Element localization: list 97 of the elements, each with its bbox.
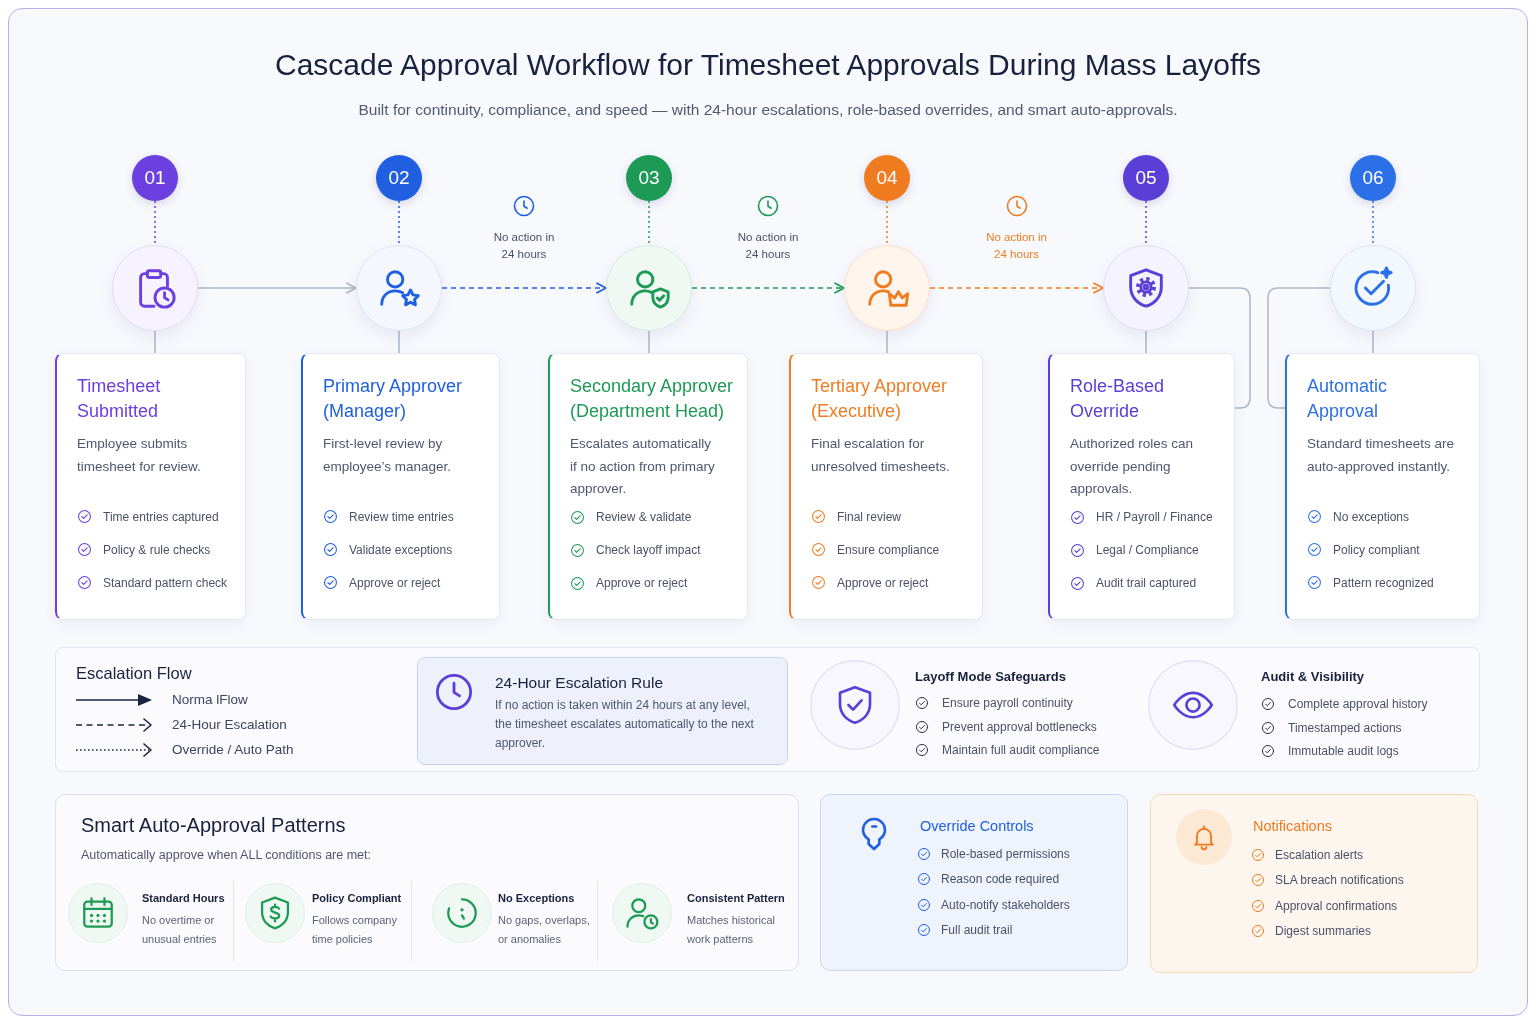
checklist-item: Maintain full audit compliance bbox=[942, 742, 1100, 758]
connector-line bbox=[1188, 287, 1251, 409]
step-title: Timesheet Submitted bbox=[77, 375, 162, 423]
connector-line bbox=[1372, 330, 1374, 354]
rule-card bbox=[417, 657, 788, 765]
checklist-item: Time entries captured bbox=[103, 508, 219, 525]
panel-title: Override Controls bbox=[920, 817, 1034, 835]
edge-label: No action in 24 hours bbox=[736, 230, 800, 262]
connector-line bbox=[154, 330, 156, 354]
checklist-item: Ensure payroll continuity bbox=[942, 695, 1073, 711]
edge-label: No action in 24 hours bbox=[985, 230, 1048, 262]
connector-line bbox=[648, 330, 650, 354]
dotted-line bbox=[1372, 200, 1374, 246]
step-description: Employee submits timesheet for review. bbox=[77, 435, 202, 476]
info-panel bbox=[55, 647, 1480, 772]
checklist-item: Approve or reject bbox=[596, 575, 688, 591]
checklist-item: Validate exceptions bbox=[349, 541, 453, 558]
pattern-title: Standard Hours bbox=[142, 891, 225, 906]
legend-label: Norma lFlow bbox=[172, 691, 248, 709]
panel-title: Smart Auto-Approval Patterns bbox=[81, 813, 346, 838]
checklist-item: HR / Payroll / Finance bbox=[1096, 509, 1213, 525]
legend-title: Escalation Flow bbox=[76, 663, 192, 684]
step-description: Authorized roles can override pending approvals. bbox=[1070, 435, 1195, 498]
rule-text: If no action is taken within 24 hours at any level, the timesheet escalates automatically to the next approver. bbox=[495, 697, 755, 752]
checklist-item: Approval confirmations bbox=[1275, 897, 1398, 914]
checklist-item: Policy & rule checks bbox=[103, 541, 211, 558]
checklist-item: Pattern recognized bbox=[1333, 574, 1434, 591]
checklist-item: Policy compliant bbox=[1333, 541, 1420, 558]
section-heading: Layoff Mode Safeguards bbox=[915, 668, 1066, 685]
pattern-title: Consistent Pattern bbox=[687, 891, 785, 906]
checklist-item: Full audit trail bbox=[941, 921, 1013, 938]
legend-label: 24-Hour Escalation bbox=[172, 716, 287, 735]
step-description: First-level review by employee’s manager. bbox=[323, 435, 453, 476]
checklist-item: Ensure compliance bbox=[837, 541, 940, 558]
checklist-item: Reason code required bbox=[941, 871, 1060, 888]
checklist-item: Review time entries bbox=[349, 508, 454, 525]
checklist-item: Approve or reject bbox=[349, 574, 441, 591]
step-title: Automatic Approval bbox=[1307, 375, 1389, 423]
pattern-description: Matches historical work patterns bbox=[687, 913, 777, 947]
legend-label: Override / Auto Path bbox=[172, 741, 294, 760]
subtitle: Built for continuity, compliance, and speed — with 24-hour escalations, role-based overrides, and smart auto-approvals. bbox=[358, 100, 1178, 120]
checklist-item: Role-based permissions bbox=[941, 846, 1070, 862]
dotted-line bbox=[154, 200, 156, 246]
connector-line bbox=[886, 330, 888, 354]
connector-line bbox=[1145, 330, 1147, 354]
checklist-item: Standard pattern check bbox=[103, 574, 228, 591]
checklist-item: Complete approval history bbox=[1288, 696, 1428, 712]
connector-line bbox=[398, 330, 400, 354]
step-card bbox=[301, 353, 500, 620]
page-title: Cascade Approval Workflow for Timesheet Approvals During Mass Layoffs bbox=[275, 47, 1261, 83]
pattern-title: Policy Compliant bbox=[312, 891, 402, 906]
step-title: Primary Approver (Manager) bbox=[323, 375, 464, 423]
edge-label: No action in 24 hours bbox=[492, 230, 556, 262]
checklist-item: Review & validate bbox=[596, 509, 692, 525]
pattern-description: Follows company time policies bbox=[312, 913, 398, 947]
panel-title: Notifications bbox=[1253, 817, 1332, 835]
step-card bbox=[548, 353, 748, 620]
pattern-description: No overtime or unusual entries bbox=[142, 913, 218, 947]
notifications-panel bbox=[1150, 794, 1478, 973]
pattern-title: No Exceptions bbox=[498, 891, 575, 906]
override-panel bbox=[820, 794, 1128, 971]
arrow bbox=[197, 282, 357, 294]
step-card bbox=[55, 353, 246, 620]
checklist-item: Legal / Compliance bbox=[1096, 542, 1199, 558]
step-description: Final escalation for unresolved timesheets. bbox=[811, 435, 951, 476]
pattern-description: No gaps, overlaps, or anomalies bbox=[498, 913, 591, 947]
step-title: Role-Based Override bbox=[1070, 375, 1166, 423]
checklist-item: Digest summaries bbox=[1275, 922, 1372, 939]
step-title: Secondary Approver (Department Head) bbox=[570, 375, 735, 423]
checklist-item: Check layoff impact bbox=[596, 542, 701, 558]
checklist-item: Auto-notify stakeholders bbox=[941, 896, 1070, 913]
dashed-arrow bbox=[929, 282, 1104, 294]
dashed-arrow bbox=[691, 282, 845, 294]
checklist-item: SLA breach notifications bbox=[1275, 872, 1404, 889]
checklist-item: Final review bbox=[837, 508, 902, 525]
checklist-item: Prevent approval bottlenecks bbox=[942, 718, 1097, 735]
patterns-panel bbox=[55, 794, 799, 971]
checklist-item: Timestamped actions bbox=[1288, 719, 1402, 736]
section-heading: Audit & Visibility bbox=[1261, 668, 1365, 685]
panel-subtitle: Automatically approve when ALL conditions are met: bbox=[81, 847, 371, 864]
checklist-item: Immutable audit logs bbox=[1288, 743, 1399, 759]
checklist-item: Approve or reject bbox=[837, 574, 929, 591]
dotted-line bbox=[398, 200, 400, 246]
dotted-line bbox=[886, 200, 888, 246]
rule-title: 24-Hour Escalation Rule bbox=[495, 673, 663, 693]
step-card bbox=[789, 353, 983, 620]
step-description: Escalates automatically if no action from primary approver. bbox=[570, 435, 716, 498]
dotted-line bbox=[1145, 200, 1147, 246]
step-card bbox=[1048, 353, 1235, 620]
step-description: Standard timesheets are auto-approved instantly. bbox=[1307, 435, 1456, 476]
checklist-item: Escalation alerts bbox=[1275, 847, 1364, 863]
step-title: Tertiary Approver (Executive) bbox=[811, 375, 949, 423]
dotted-line bbox=[648, 200, 650, 246]
step-card bbox=[1285, 353, 1480, 620]
checklist-item: Audit trail captured bbox=[1096, 575, 1197, 591]
checklist-item: No exceptions bbox=[1333, 508, 1410, 525]
dashed-arrow bbox=[441, 282, 607, 294]
